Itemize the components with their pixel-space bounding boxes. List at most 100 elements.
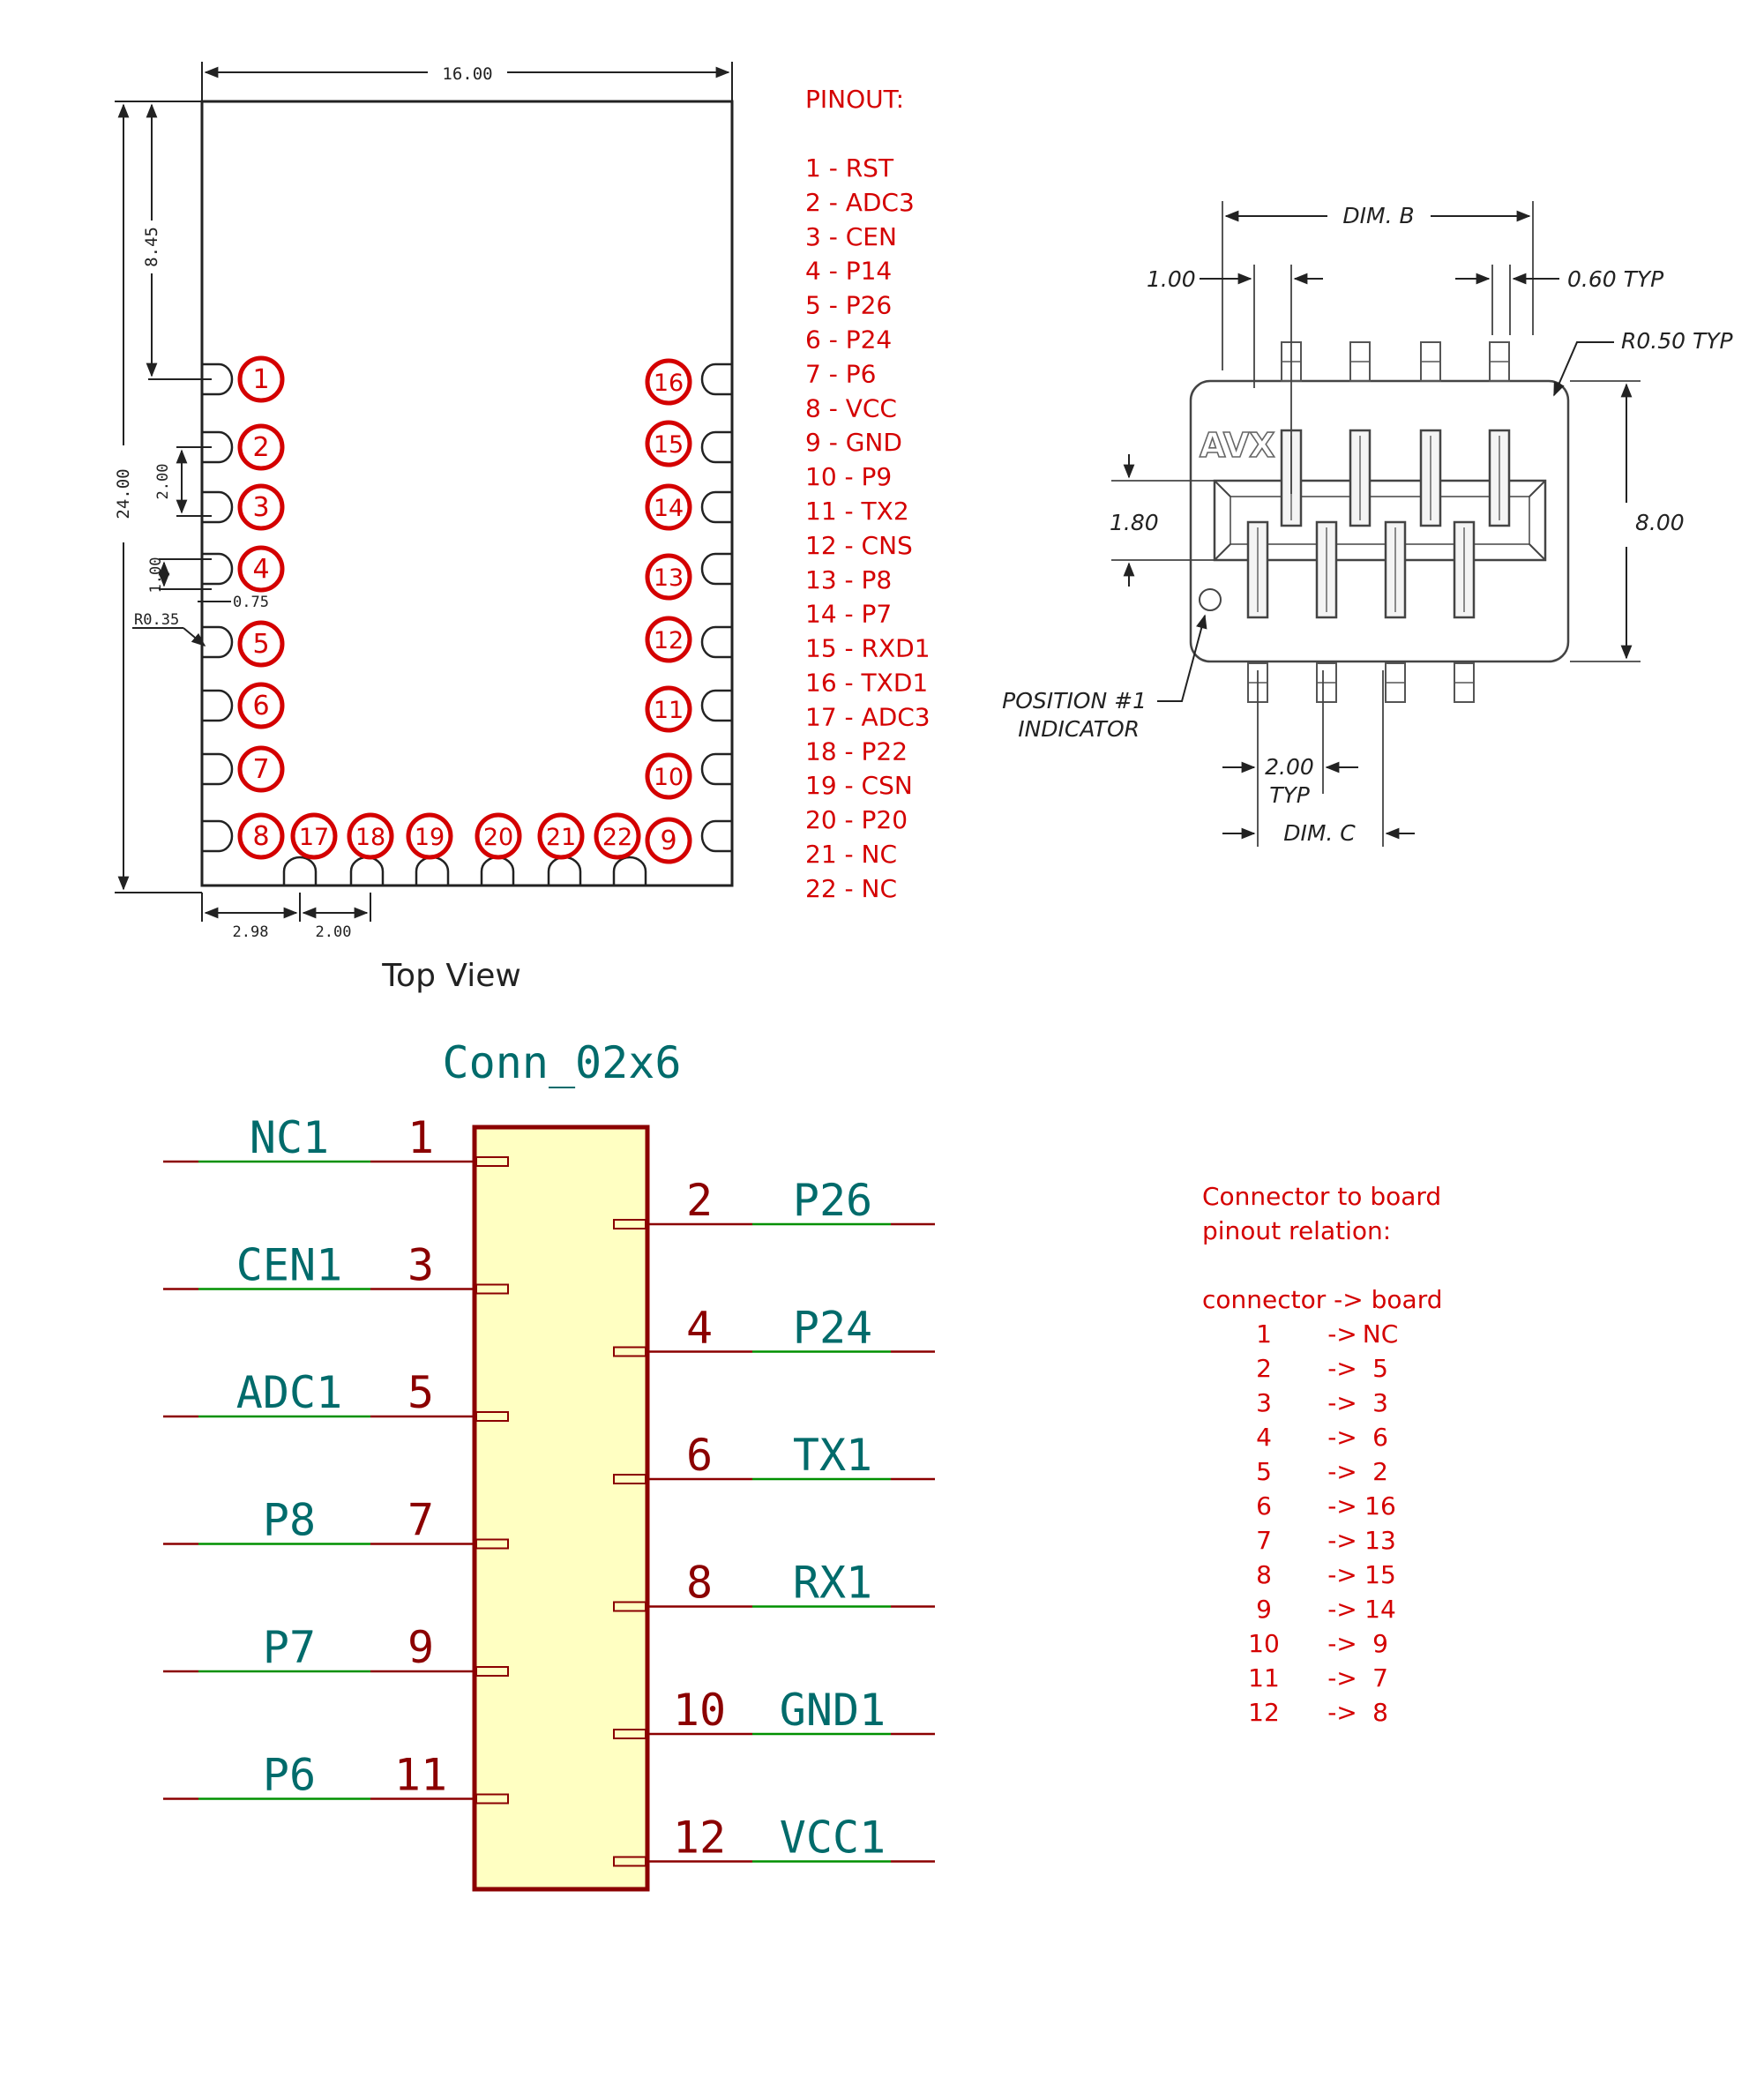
dim-c-label: DIM. C [1283,820,1356,846]
pinout-item: 1 - RST [805,153,894,183]
relation-connector-pin: 5 [1256,1457,1272,1486]
schematic-body [472,1125,650,1892]
pin-number-marker: 15 [645,420,692,467]
position-indicator-label-1: POSITION #1 [1002,688,1147,714]
schematic-right-pin: 12 VCC1 [613,1812,935,1867]
pin-number-marker: 9 [645,817,692,864]
relation-row: 5->2 [1256,1457,1388,1486]
relation-row: 2->5 [1256,1354,1388,1383]
relation-title-1: Connector to board [1202,1182,1441,1211]
pin-name: P8 [263,1495,316,1546]
relation-title-2: pinout relation: [1202,1216,1391,1245]
pin-number-circle [475,812,522,860]
right-pad [700,552,732,586]
relation-rows: 1->NC2->53->34->65->26->167->138->159->1… [1248,1319,1398,1727]
bottom-pad [612,856,647,886]
pin-number-marker: 14 [645,483,692,531]
pinout-item: 2 - ADC3 [805,188,915,217]
pin-name: TX1 [793,1430,872,1481]
bottom-pad [480,856,515,886]
pin-number-marker: 10 [645,752,692,800]
relation-board-pin: 6 [1372,1423,1388,1452]
pin-number-label: 3 [252,492,269,523]
pinout-item: 4 - P14 [805,257,892,286]
pin-number-circle [645,685,692,733]
relation-arrow: -> [1327,1595,1357,1624]
left-pad [202,552,234,586]
pinout-item: 13 - P8 [805,565,892,594]
pin-number-circle [645,752,692,800]
relation-row: 11->7 [1248,1663,1388,1693]
pin-number: 7 [407,1495,434,1546]
relation-connector-pin: 1 [1256,1319,1272,1349]
pinout-item: 10 - P9 [805,462,892,491]
pinout-item: 3 - CEN [805,222,897,251]
pin-number-circle [645,420,692,467]
pin-number-circle [594,812,641,860]
pin-number-circle [645,483,692,531]
pin-number-circle [237,423,285,471]
pinout-item: 16 - TXD1 [805,669,928,698]
pin-number-marker: 13 [645,553,692,601]
right-pad [700,689,732,722]
pin-number: 3 [407,1240,434,1291]
pin-number-label: 14 [654,495,684,522]
pinout-item: 22 - NC [805,874,897,903]
relation-arrow: -> [1327,1698,1357,1727]
pin-number-marker: 16 [645,358,692,406]
pin-number-marker: 3 [237,483,285,531]
pinout-title: PINOUT: [805,85,904,114]
relation-connector-pin: 6 [1256,1491,1272,1521]
relation-arrow: -> [1327,1354,1357,1383]
relation-row: 1 ->NC [1256,1319,1398,1349]
body-radius-label: R0.50 TYP [1621,328,1734,354]
dim-width-label: 16.00 [442,64,492,84]
pin-number-marker: 8 [237,812,285,860]
relation-header: connector -> board [1202,1285,1442,1314]
relation-arrow: -> [1327,1457,1357,1486]
left-pad [202,819,234,853]
top-view-caption: Top View [381,958,521,994]
relation-arrow: -> [1327,1560,1357,1589]
schematic-left-pin: P8 7 [163,1495,509,1550]
pin-number: 11 [394,1750,447,1801]
relation-connector-pin: 3 [1256,1388,1272,1417]
pin-name: VCC1 [780,1812,886,1864]
pin-number: 12 [673,1812,726,1864]
connector-pins [1246,341,1511,703]
pin-number-circle [237,545,285,593]
relation-board-pin: 15 [1364,1560,1396,1589]
relation-board-pin: NC [1363,1319,1399,1349]
pin-number-label: 8 [252,821,269,852]
pin-name: P6 [263,1750,316,1801]
left-pad [202,490,234,524]
relation-row: 4->6 [1256,1423,1388,1452]
pin-number-marker: 6 [237,682,285,729]
dim-bottom-pitch-label: 2.00 [316,923,352,941]
pin-number-label: 5 [252,629,269,660]
pin-number-circle [645,358,692,406]
relation-arrow: -> [1327,1319,1357,1349]
pin-number-marker: 18 [347,812,394,860]
connector-drawing [1111,201,1641,847]
relation-connector-pin: 12 [1248,1698,1280,1727]
relation-board-pin: 3 [1372,1388,1388,1417]
pin-number-marker: 21 [537,812,585,860]
relation-connector-pin: 2 [1256,1354,1272,1383]
right-pad [700,819,732,853]
relation-arrow: -> [1327,1491,1357,1521]
relation-board-pin: 13 [1364,1526,1396,1555]
pin-number-label: 11 [654,697,684,724]
left-pad [202,430,234,464]
relation-row: 10->9 [1248,1629,1388,1658]
dim-pad-label: 1.00 [147,557,165,594]
pin-number-circle [237,812,285,860]
dim-top-pin1-label: 8.45 [142,227,161,267]
pin-number-label: 2 [252,432,269,463]
relation-board-pin: 9 [1372,1629,1388,1658]
